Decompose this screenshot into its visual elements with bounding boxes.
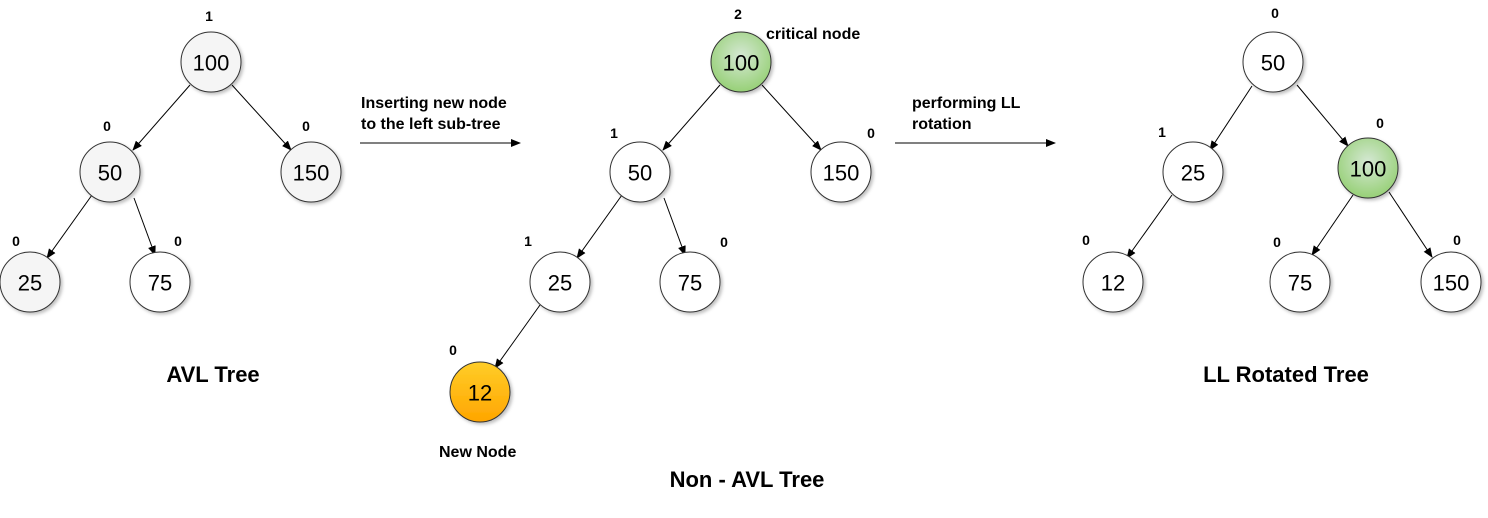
tree-node: 150 0 (810, 125, 875, 203)
balance-factor: 0 (1376, 115, 1384, 131)
tree-caption: Non - AVL Tree (670, 467, 825, 492)
balance-factor: 0 (12, 233, 20, 249)
edge-25-12 (1126, 194, 1173, 259)
balance-factor: 0 (720, 234, 728, 250)
node-value: 25 (18, 271, 42, 296)
node-value: 100 (723, 51, 760, 76)
node-circle (180, 31, 242, 93)
edge-100-150 (1388, 191, 1433, 258)
node-value: 50 (98, 161, 122, 186)
node-circle (810, 141, 872, 203)
balance-factor: 1 (524, 233, 532, 249)
edge-50-25 (576, 194, 623, 259)
balance-factor: 0 (103, 118, 111, 134)
node-value: 12 (468, 381, 492, 406)
balance-factor: 0 (1082, 232, 1090, 248)
edge-50-75 (133, 197, 156, 256)
balance-factor: 1 (205, 8, 213, 24)
balance-factor: 1 (1158, 124, 1166, 140)
edge-100-150 (231, 84, 292, 151)
transition-text-line2: to the left sub-tree (361, 116, 501, 133)
node-value: 12 (1101, 271, 1125, 296)
node-circle (1242, 31, 1304, 93)
edge-100-75 (1311, 194, 1354, 256)
node-value: 100 (193, 51, 230, 76)
critical-node-label: critical node (766, 26, 860, 43)
tree-node: 75 0 (1269, 234, 1331, 313)
node-circle (449, 361, 511, 423)
tree-caption: AVL Tree (166, 362, 259, 387)
edge-25-12 (494, 304, 541, 369)
node-value: 75 (1288, 271, 1312, 296)
node-circle (659, 251, 721, 313)
node-circle (710, 31, 772, 93)
node-circle (79, 141, 141, 203)
transition-text-line2: rotation (912, 116, 972, 133)
balance-factor: 2 (734, 6, 742, 22)
balance-factor: 0 (174, 233, 182, 249)
node-value: 150 (1433, 271, 1470, 296)
node-value: 50 (628, 161, 652, 186)
tree-node: 100 1 (180, 8, 242, 93)
balance-factor: 0 (1453, 232, 1461, 248)
tree-node: 50 1 (609, 125, 671, 203)
new-node-label: New Node (439, 444, 516, 461)
node-value: 150 (293, 161, 330, 186)
node-circle (609, 141, 671, 203)
transition-text-line1: Inserting new node (361, 95, 507, 112)
node-circle (1269, 251, 1331, 313)
node-circle (0, 251, 61, 313)
balance-factor: 0 (302, 118, 310, 134)
edge-100-150 (761, 84, 822, 151)
node-circle (280, 141, 342, 203)
tree-node: 25 1 (1158, 124, 1224, 203)
edge-50-25 (46, 194, 93, 259)
node-circle (1420, 251, 1482, 313)
node-value: 150 (823, 161, 860, 186)
node-circle (1082, 251, 1144, 313)
tree-node-new: 12 0 (449, 342, 511, 423)
tree-node: 75 0 (659, 234, 728, 313)
transition-text-line1: performing LL (912, 95, 1021, 112)
edge-50-25 (1209, 85, 1253, 151)
node-value: 100 (1350, 157, 1387, 182)
tree-non-avl: 100 2 critical node 50 1 150 0 25 1 75 0… (439, 6, 875, 492)
balance-factor: 0 (1273, 234, 1281, 250)
tree-node: 25 1 (524, 233, 591, 313)
node-circle (1162, 141, 1224, 203)
node-value: 50 (1261, 51, 1285, 76)
balance-factor: 0 (1271, 5, 1279, 21)
edge-50-100 (1296, 84, 1349, 147)
transition-rotate: performing LL rotation (895, 95, 1056, 147)
edge-100-50 (662, 84, 721, 151)
node-value: 25 (1181, 161, 1205, 186)
tree-node: 50 0 (79, 118, 141, 203)
node-value: 75 (148, 271, 172, 296)
node-circle (529, 251, 591, 313)
tree-node-critical: 100 2 (710, 6, 772, 93)
node-value: 75 (678, 271, 702, 296)
edge-100-50 (132, 84, 191, 151)
tree-ll-rotated: 50 0 25 1 100 0 12 0 75 0 150 0 LL Rota (1082, 5, 1482, 387)
balance-factor: 0 (449, 342, 457, 358)
balance-factor: 0 (867, 125, 875, 141)
tree-node: 12 0 (1082, 232, 1144, 313)
tree-node: 150 0 (280, 118, 342, 203)
tree-avl: 100 1 50 0 150 0 25 0 75 0 AVL Tree (0, 8, 342, 387)
transition-insert: Inserting new node to the left sub-tree (360, 95, 521, 147)
tree-node-critical: 100 0 (1337, 115, 1399, 199)
node-circle (1337, 137, 1399, 199)
tree-node: 75 0 (129, 233, 191, 313)
tree-caption: LL Rotated Tree (1203, 362, 1369, 387)
tree-node: 50 0 (1242, 5, 1304, 93)
tree-node: 25 0 (0, 233, 61, 313)
edge-50-75 (663, 197, 686, 256)
node-circle (129, 251, 191, 313)
balance-factor: 1 (610, 125, 618, 141)
node-value: 25 (548, 271, 572, 296)
tree-node: 150 0 (1420, 232, 1482, 313)
